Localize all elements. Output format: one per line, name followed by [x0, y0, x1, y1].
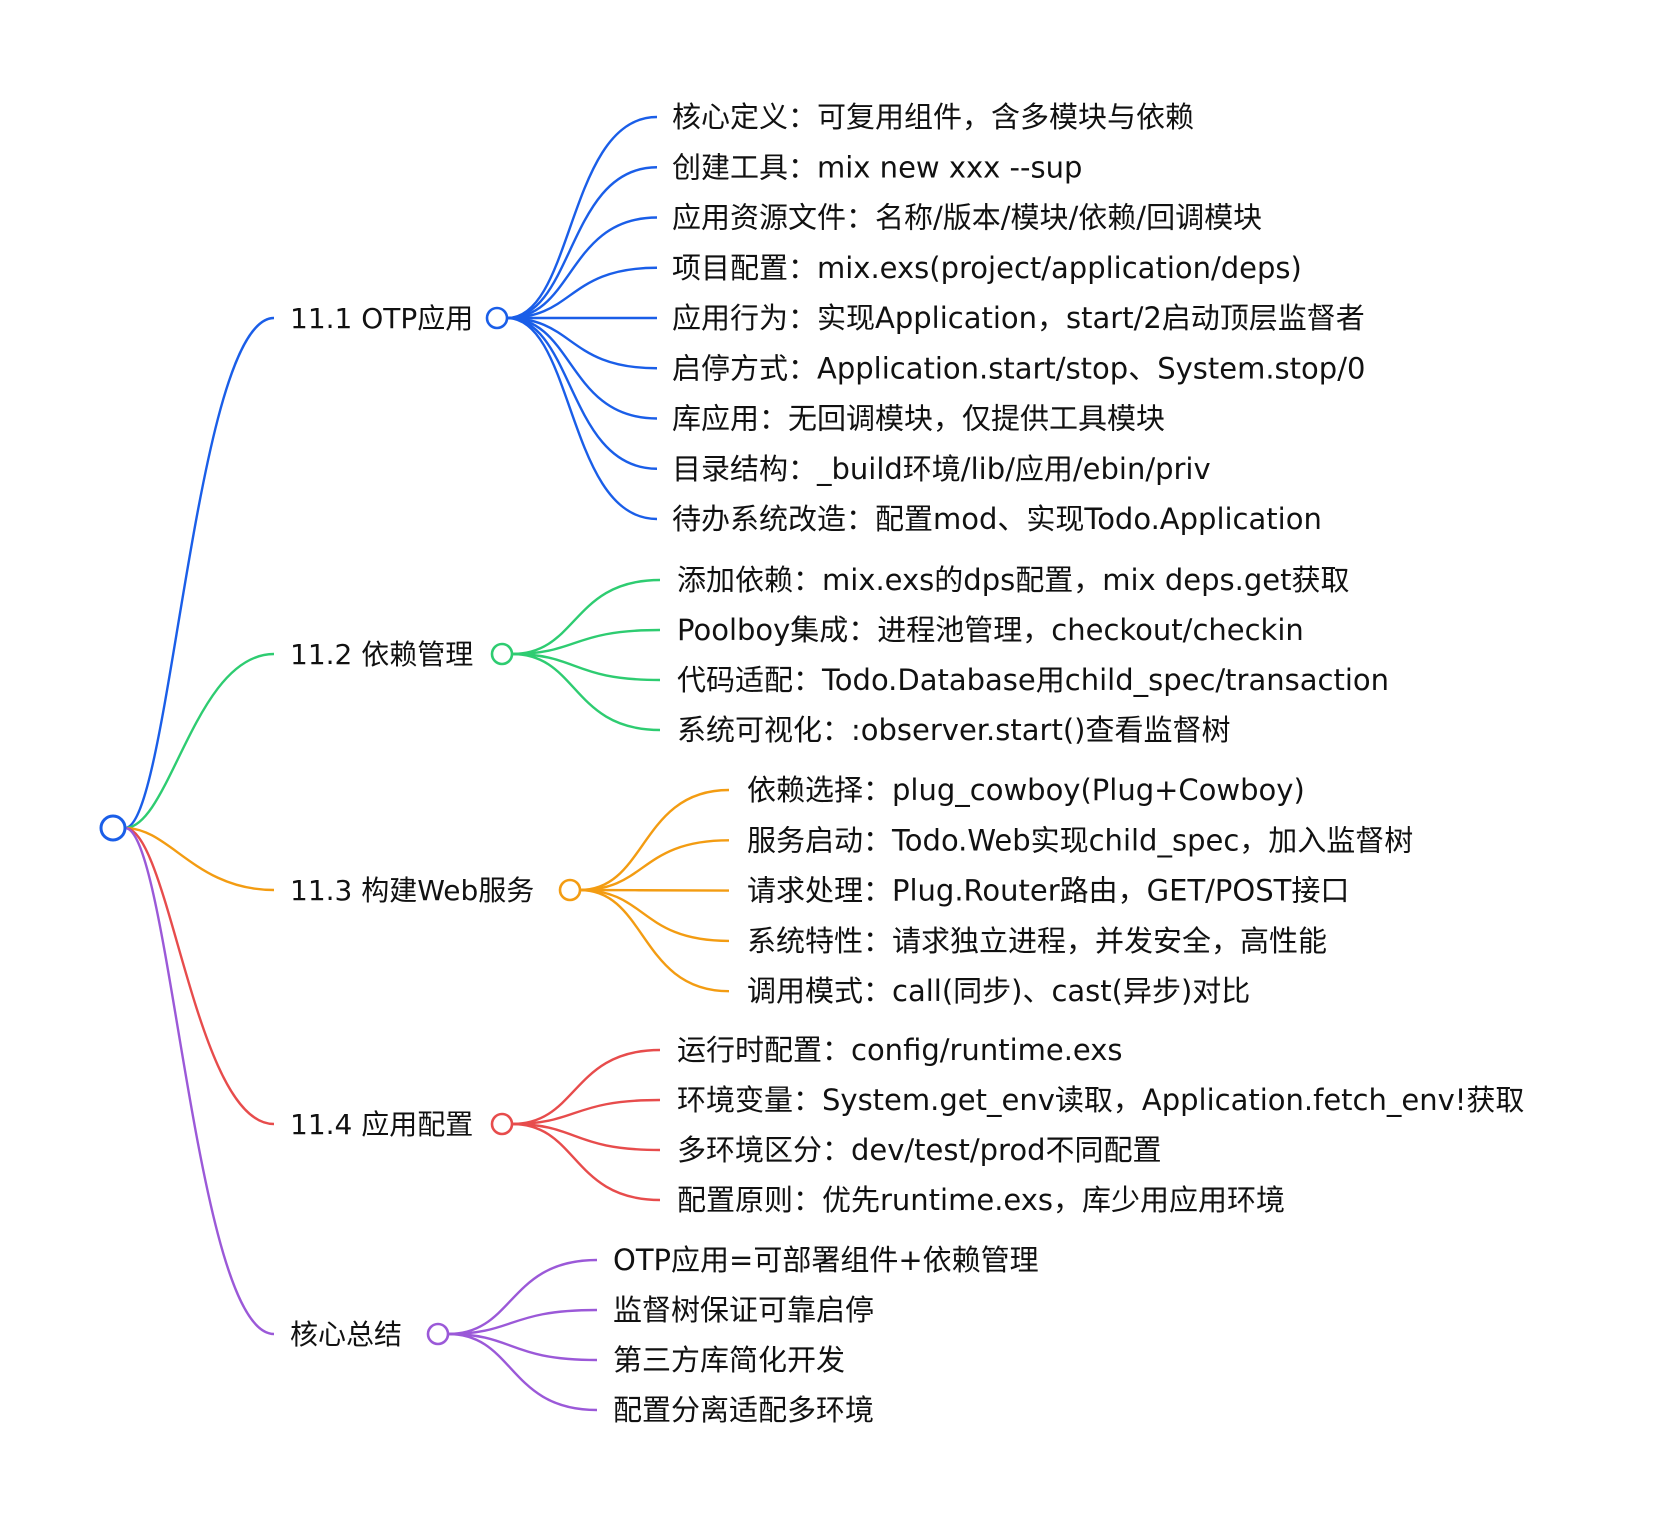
- branch-label: 11.4 应用配置: [290, 1108, 473, 1141]
- branch-label: 11.1 OTP应用: [290, 302, 473, 335]
- branch-child-edge: [506, 316, 658, 370]
- branch-child-edge: [447, 1332, 598, 1412]
- branch-child-edge: [506, 316, 658, 470]
- leaf-label: 环境变量：System.get_env读取，Application.fetch_…: [677, 1083, 1524, 1117]
- leaf-label: 监督树保证可靠启停: [613, 1293, 874, 1327]
- branch-child-edge: [447, 1258, 598, 1336]
- root-branch-edge: [124, 652, 275, 830]
- branch-node-circle[interactable]: [490, 1112, 514, 1136]
- branch-child-edge: [579, 888, 730, 892]
- leaf-label: 创建工具：mix new xxx --sup: [672, 150, 1082, 184]
- root-branch-edge: [124, 826, 275, 892]
- branch-child-edge: [511, 652, 661, 732]
- leaf-label: 配置分离适配多环境: [613, 1393, 874, 1427]
- leaf-label: 依赖选择：plug_cowboy(Plug+Cowboy): [747, 773, 1305, 807]
- branch-child-edge: [511, 1048, 661, 1126]
- leaf-label: Poolboy集成：进程池管理，checkout/checkin: [677, 613, 1304, 647]
- branch-child-edge: [511, 578, 661, 656]
- leaf-label: 应用资源文件：名称/版本/模块/依赖/回调模块: [672, 201, 1262, 235]
- leaf-label: 应用行为：实现Application，start/2启动顶层监督者: [672, 301, 1365, 335]
- branch-node-circle[interactable]: [426, 1322, 450, 1346]
- branch-child-edge: [506, 266, 658, 320]
- leaf-label: 系统可视化：:observer.start()查看监督树: [677, 713, 1230, 747]
- branch-child-edge: [506, 316, 658, 521]
- branch-node-circle[interactable]: [490, 642, 514, 666]
- branch-child-edge: [579, 788, 730, 892]
- leaf-label: 核心定义：可复用组件，含多模块与依赖: [672, 100, 1194, 134]
- leaf-label: 多环境区分：dev/test/prod不同配置: [677, 1133, 1162, 1167]
- branch-node-circle[interactable]: [485, 306, 509, 330]
- branch-child-edge: [511, 1122, 661, 1152]
- branch-child-edge: [506, 216, 658, 320]
- leaf-label: 请求处理：Plug.Router路由，GET/POST接口: [747, 874, 1349, 908]
- leaf-label: 目录结构：_build环境/lib/应用/ebin/priv: [672, 452, 1211, 486]
- leaf-label: 第三方库简化开发: [613, 1343, 845, 1377]
- branch-label: 核心总结: [290, 1318, 402, 1351]
- root-branch-edge: [124, 826, 275, 1336]
- branch-child-edge: [506, 316, 658, 420]
- root-branch-edge: [124, 826, 275, 1126]
- branch-child-edge: [511, 652, 661, 682]
- leaf-label: 配置原则：优先runtime.exs，库少用应用环境: [677, 1183, 1285, 1217]
- branch-child-edge: [579, 839, 730, 892]
- leaf-label: OTP应用=可部署组件+依赖管理: [613, 1243, 1039, 1277]
- branch-child-edge: [506, 166, 658, 320]
- branch-label: 11.2 依赖管理: [290, 638, 473, 671]
- branch-label: 11.3 构建Web服务: [290, 874, 534, 907]
- leaf-label: 项目配置：mix.exs(project/application/deps): [672, 251, 1302, 285]
- branch-child-edge: [447, 1332, 598, 1362]
- leaf-label: 系统特性：请求独立进程，并发安全，高性能: [747, 924, 1327, 958]
- leaf-label: 待办系统改造：配置mod、实现Todo.Application: [672, 502, 1322, 536]
- branch-node-circle[interactable]: [558, 878, 582, 902]
- branch-child-edge: [511, 1122, 661, 1202]
- root-branch-edge: [124, 316, 275, 830]
- leaf-label: 代码适配：Todo.Database用child_spec/transactio…: [677, 663, 1389, 697]
- branch-child-edge: [511, 1098, 661, 1126]
- branch-child-edge: [579, 888, 730, 943]
- leaf-label: 启停方式：Application.start/stop、System.stop/…: [672, 351, 1365, 385]
- leaf-label: 添加依赖：mix.exs的dps配置，mix deps.get获取: [677, 563, 1350, 597]
- branch-child-edge: [506, 115, 658, 320]
- branch-child-edge: [511, 628, 661, 656]
- branch-child-edge: [447, 1308, 598, 1336]
- mindmap-edges: [124, 115, 730, 1412]
- leaf-label: 库应用：无回调模块，仅提供工具模块: [672, 402, 1165, 436]
- branch-child-edge: [579, 888, 730, 993]
- leaf-label: 服务启动：Todo.Web实现child_spec，加入监督树: [747, 823, 1413, 857]
- root-node-circle[interactable]: [99, 814, 127, 842]
- leaf-label: 调用模式：call(同步)、cast(异步)对比: [747, 974, 1250, 1008]
- leaf-label: 运行时配置：config/runtime.exs: [677, 1033, 1123, 1067]
